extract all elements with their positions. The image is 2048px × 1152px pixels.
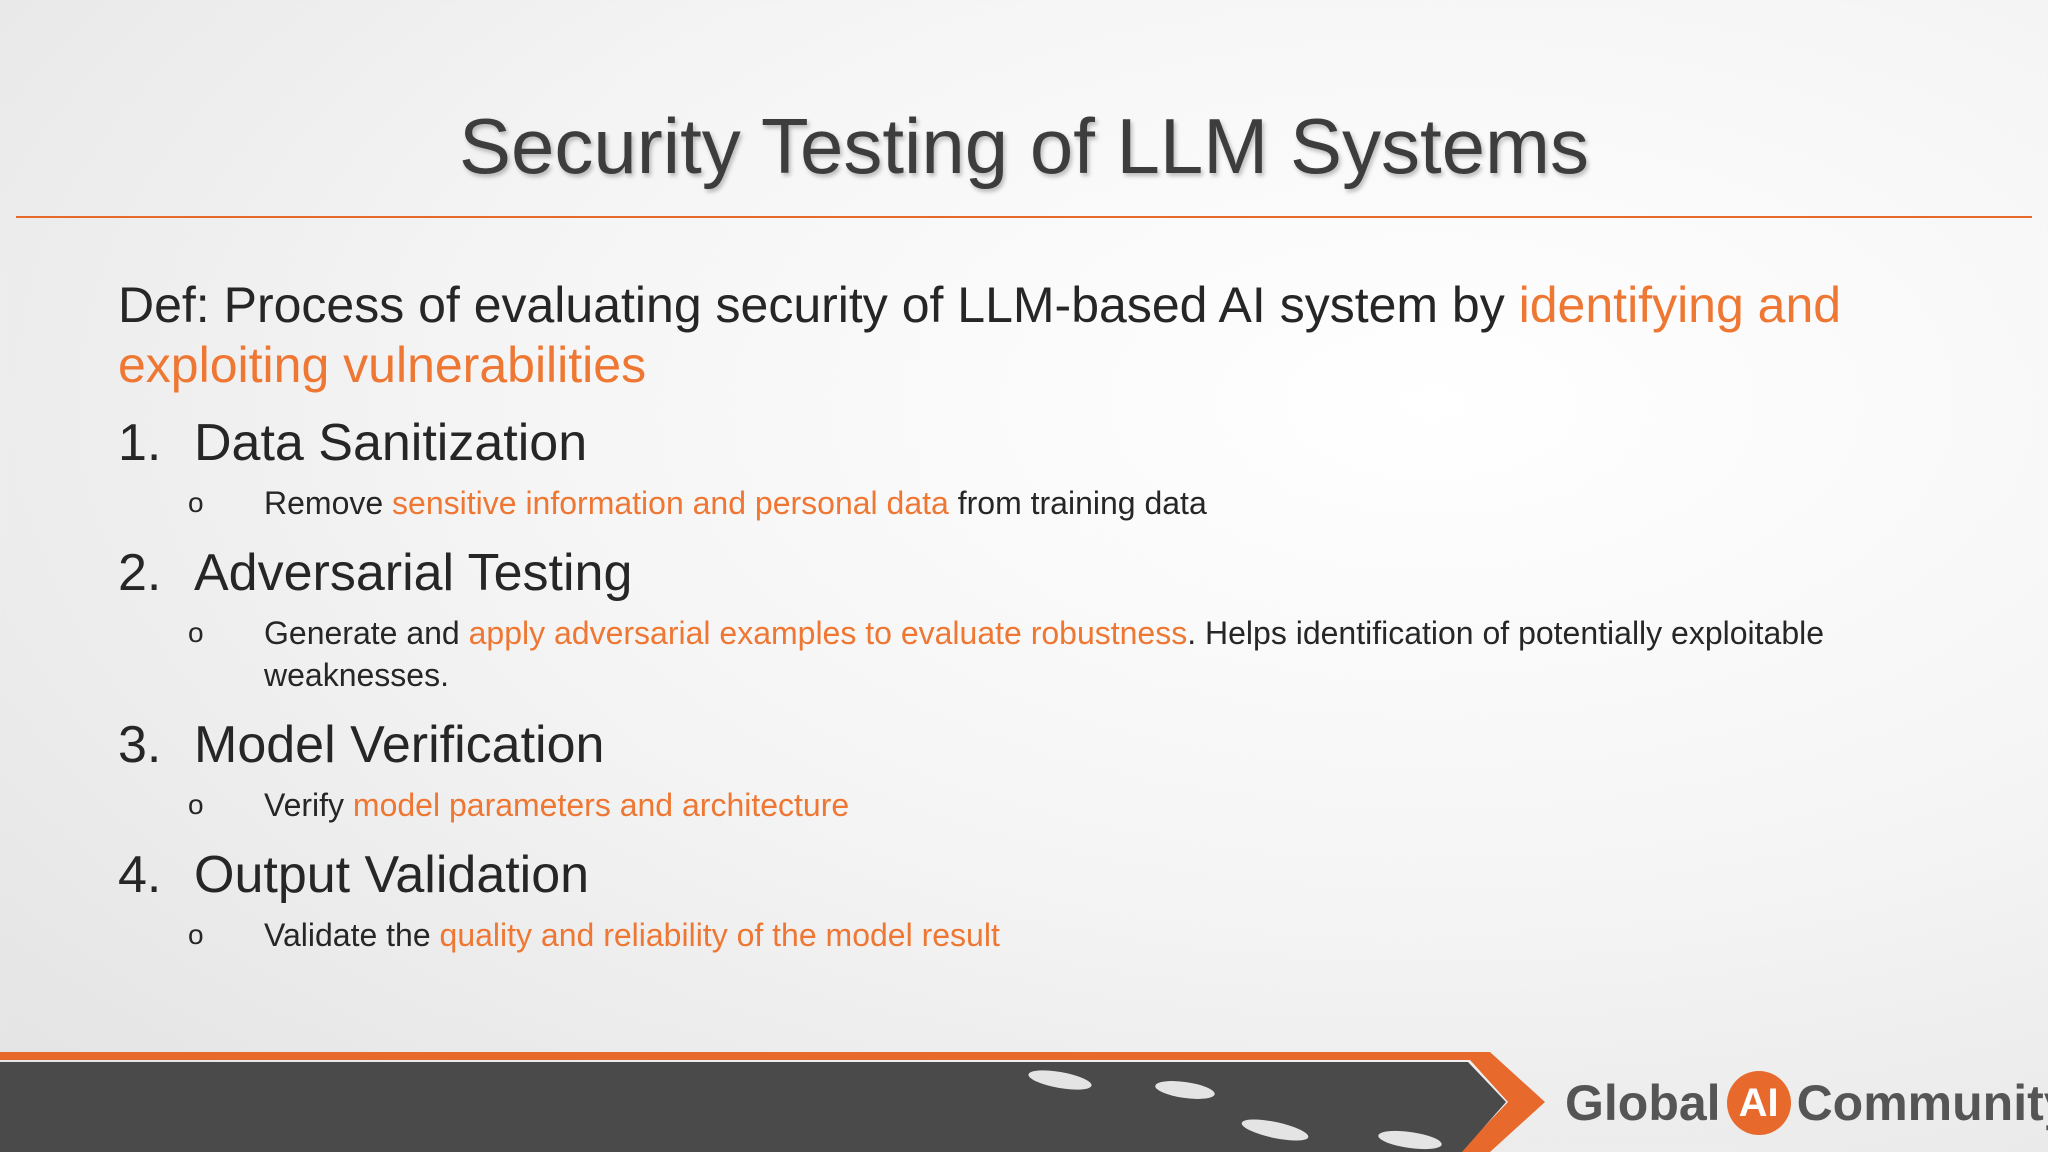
bullet-icon: o	[188, 487, 204, 518]
detail-highlight: sensitive information and personal data	[392, 485, 949, 521]
global-ai-community-logo: Global AI Community	[1565, 1068, 2048, 1138]
item-number: 2.	[118, 544, 162, 602]
logo-text-community: Community	[1796, 1075, 2048, 1131]
list-item: 1. Data Sanitization o Remove sensitive …	[118, 412, 1938, 524]
title-divider	[16, 216, 2032, 218]
definition-highlight: identifying and exploiting vulnerabiliti…	[118, 277, 1842, 393]
detail-text-after: from training data	[948, 485, 1207, 521]
logo-text-global: Global	[1565, 1075, 1721, 1131]
testing-steps-list: 1. Data Sanitization o Remove sensitive …	[118, 412, 1938, 956]
footer-banner	[0, 1052, 1545, 1152]
item-heading: Adversarial Testing	[194, 544, 633, 602]
definition-prefix: Def: Process of evaluating security of L…	[118, 277, 1519, 333]
bullet-icon: o	[188, 617, 204, 648]
footer-dark-bar	[0, 1062, 1506, 1152]
detail-highlight: quality and reliability of the model res…	[439, 917, 1000, 953]
detail-text: Validate the	[264, 917, 440, 953]
detail-highlight: model parameters and architecture	[352, 787, 850, 823]
item-detail: o Generate and apply adversarial example…	[118, 612, 1938, 696]
item-heading: Model Verification	[194, 716, 605, 774]
definition-text: Def: Process of evaluating security of L…	[118, 275, 1938, 395]
list-item: 3. Model Verification o Verify model par…	[118, 714, 1938, 826]
footprints-icon	[1028, 1070, 1442, 1150]
list-item: 4. Output Validation o Validate the qual…	[118, 844, 1938, 956]
item-detail: o Validate the quality and reliability o…	[118, 914, 1938, 956]
detail-text-after: . Helps identification of potentially ex…	[264, 615, 1825, 693]
slide-title: Security Testing of LLM Systems	[458, 102, 1589, 190]
item-number: 3.	[118, 716, 162, 774]
item-heading: Data Sanitization	[194, 414, 588, 472]
bullet-icon: o	[188, 789, 204, 820]
item-heading: Output Validation	[194, 846, 590, 904]
detail-text: Remove	[264, 485, 393, 521]
detail-text: Generate and	[264, 615, 469, 651]
item-detail: o Verify model parameters and architectu…	[118, 784, 1938, 826]
item-detail: o Remove sensitive information and perso…	[118, 482, 1938, 524]
list-item: 2. Adversarial Testing o Generate and ap…	[118, 542, 1938, 696]
item-number: 4.	[118, 846, 162, 904]
logo-ai-circle: AI	[1726, 1071, 1791, 1135]
detail-highlight: apply adversarial examples to evaluate r…	[468, 615, 1188, 651]
detail-text: Verify	[264, 787, 353, 823]
bullet-icon: o	[188, 919, 204, 950]
item-number: 1.	[118, 414, 162, 472]
